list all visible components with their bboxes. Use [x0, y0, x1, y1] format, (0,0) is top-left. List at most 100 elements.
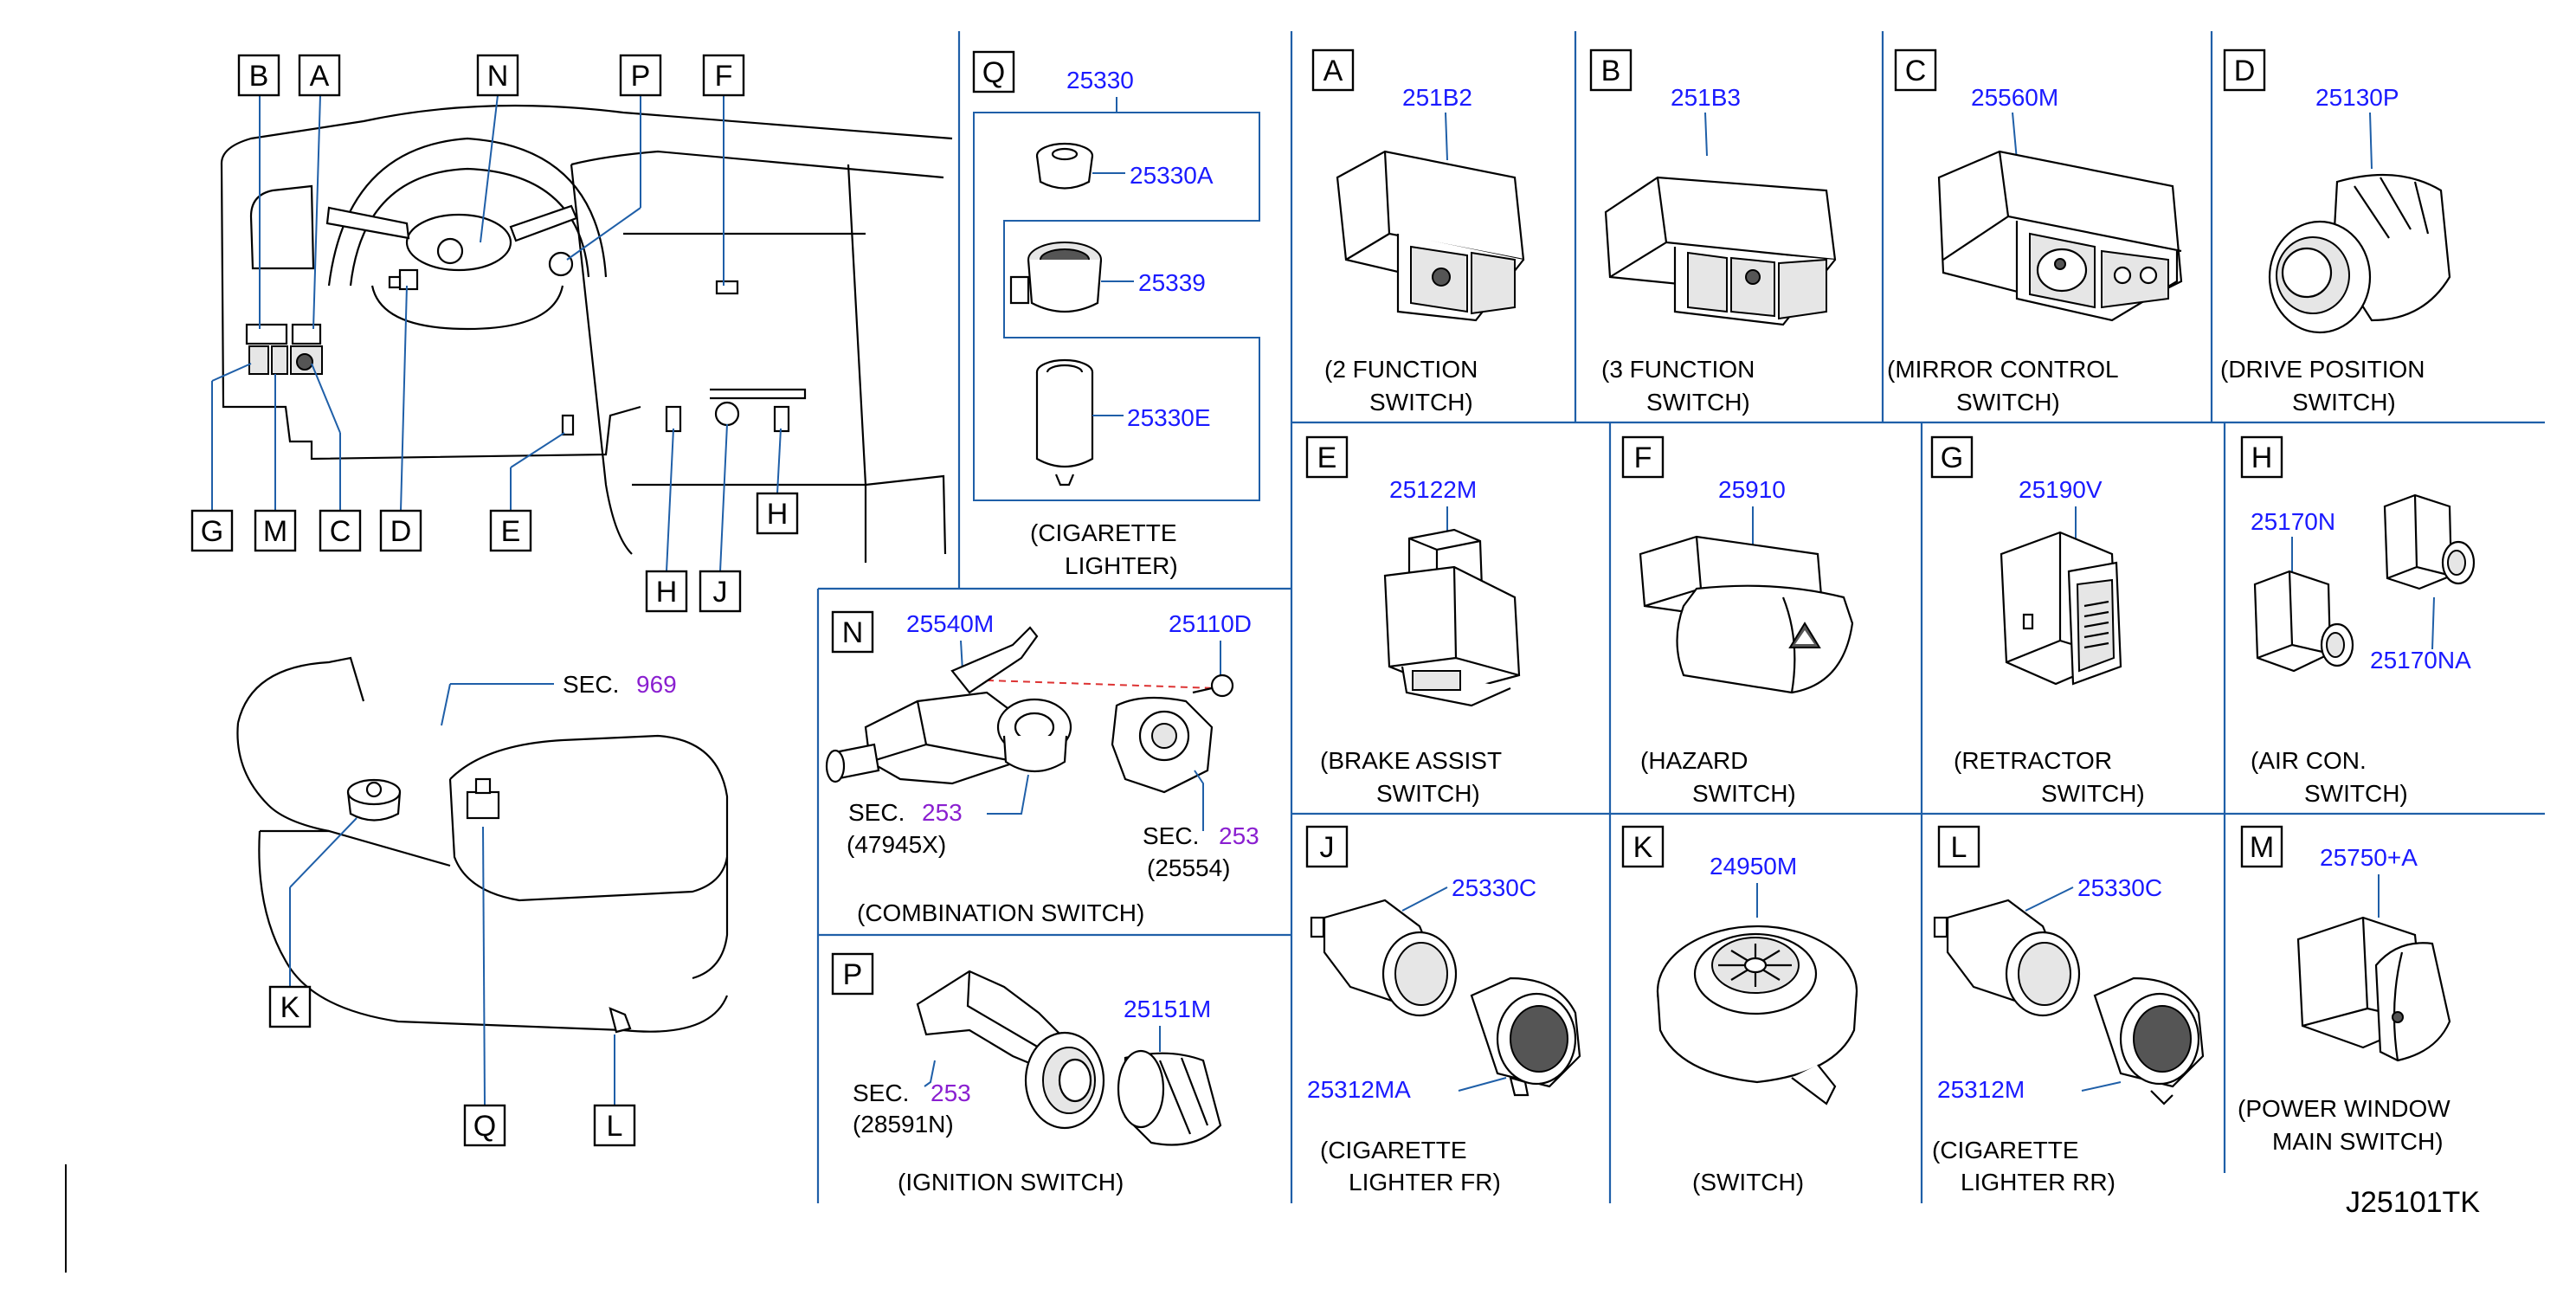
part-25330: 25330	[1066, 67, 1134, 93]
part-25330c-fr: 25330C	[1452, 874, 1536, 901]
panel-q-caption-line1: (CIGARETTE	[1030, 519, 1177, 546]
overview-leader-lines	[211, 94, 782, 572]
part-25130p: 25130P	[2315, 84, 2399, 111]
panel-m-caption-line2: MAIN SWITCH)	[2272, 1128, 2444, 1155]
part-25330c-rr: 25330C	[2077, 874, 2162, 901]
panel-q-caption-line2: LIGHTER)	[1065, 552, 1178, 579]
overview-callout-boxes: B A N P F G M C D E H H J	[190, 54, 799, 613]
sec-253-ref-a: (47945X)	[847, 831, 946, 858]
panel-p-ignition-switch: P 25151M SEC. 253 (28591N) (IGNITION SWI…	[831, 952, 1222, 1196]
panel-d-label: D	[2234, 55, 2256, 87]
sec-253-prefix-b: SEC.	[1143, 822, 1199, 849]
panel-l-label: L	[1951, 831, 1967, 864]
part-25330e: 25330E	[1127, 404, 1211, 431]
svg-text:L: L	[607, 1110, 623, 1143]
overview-label-q: Q	[463, 1104, 506, 1147]
overview-label-h-right: H	[756, 492, 799, 535]
svg-text:N: N	[487, 60, 509, 93]
part-25170n: 25170N	[2251, 508, 2335, 535]
panel-l-caption-line1: (CIGARETTE	[1932, 1137, 2079, 1163]
overview-label-b: B	[237, 54, 280, 97]
svg-text:G: G	[201, 515, 223, 548]
panel-h-caption-line1: (AIR CON.	[2251, 747, 2367, 774]
part-251b3: 251B3	[1671, 84, 1741, 111]
drawing-reference-number: J25101TK	[2346, 1186, 2480, 1219]
panel-c-caption-line1: (MIRROR CONTROL	[1887, 356, 2119, 383]
panel-a-caption-line2: SWITCH)	[1369, 389, 1473, 416]
panel-e-brake-assist-switch: E 25122M (BRAKE ASSIST SWITCH)	[1305, 435, 1521, 807]
svg-text:P: P	[631, 60, 651, 93]
panel-l-caption-line2: LIGHTER RR)	[1961, 1169, 2116, 1196]
panel-b-3-function-switch: B 251B3 (3 FUNCTION SWITCH)	[1589, 48, 1837, 416]
part-25339: 25339	[1138, 269, 1206, 296]
sec-253-number-b: 253	[1219, 822, 1259, 849]
panel-c-mirror-control-switch: C 25560M (MIRROR CONTROL SWITCH)	[1887, 48, 2183, 416]
svg-text:J: J	[713, 576, 728, 609]
svg-text:C: C	[330, 515, 351, 548]
svg-text:M: M	[263, 515, 287, 548]
part-25560m: 25560M	[1971, 84, 2058, 111]
part-25330a: 25330A	[1130, 162, 1214, 189]
overview-label-k: K	[268, 985, 312, 1028]
sec-253-ref-b: (25554)	[1147, 854, 1231, 881]
panel-f-caption-line1: (HAZARD	[1640, 747, 1748, 774]
part-25151m: 25151M	[1124, 996, 1211, 1022]
sec-253-ref-c: (28591N)	[853, 1111, 954, 1138]
panel-j-caption-line2: LIGHTER FR)	[1349, 1169, 1501, 1196]
overview-label-d: D	[379, 509, 422, 552]
overview-label-c: C	[319, 509, 362, 552]
panel-n-label: N	[842, 616, 864, 649]
console-callout-boxes: K Q L SEC. 969	[268, 671, 677, 1147]
sec-253-prefix-c: SEC.	[853, 1080, 909, 1106]
part-25312m: 25312M	[1937, 1076, 2025, 1103]
panel-a-caption-line1: (2 FUNCTION	[1324, 356, 1478, 383]
panel-j-label: J	[1320, 831, 1335, 864]
panel-f-hazard-switch: F 25910 (HAZARD SWITCH)	[1621, 435, 1854, 807]
part-25750-a: 25750+A	[2320, 844, 2418, 871]
svg-text:A: A	[310, 60, 330, 93]
svg-text:F: F	[715, 60, 733, 93]
panel-n-combination-switch: N 25540M 25110D SEC. 253 (47945X) SEC. 2…	[825, 610, 1259, 926]
dashboard-overview-illustration	[220, 104, 953, 563]
panel-e-caption-line2: SWITCH)	[1376, 780, 1480, 807]
sec-969-number: 969	[636, 671, 677, 698]
svg-text:D: D	[390, 515, 412, 548]
panel-a-2-function-switch: A 251B2 (2 FUNCTION SWITCH)	[1311, 48, 1525, 416]
panel-e-label: E	[1317, 441, 1337, 474]
panel-e-caption-line1: (BRAKE ASSIST	[1320, 747, 1502, 774]
overview-label-m: M	[254, 509, 297, 552]
part-24950m: 24950M	[1710, 853, 1797, 880]
overview-label-f: F	[702, 54, 745, 97]
overview-label-a: A	[298, 54, 341, 97]
panel-h-air-con-switch: H 25170N 25170NA (AIR CON. SWITCH)	[2240, 435, 2476, 807]
sec-253-prefix-a: SEC.	[848, 799, 905, 826]
panel-l-cigarette-lighter-rr: L 25330C 25312M (CIGARETTE LIGHTER RR)	[1932, 825, 2205, 1196]
panel-b-caption-line1: (3 FUNCTION	[1601, 356, 1755, 383]
sec-253-number-c: 253	[931, 1080, 971, 1106]
panel-j-caption-line1: (CIGARETTE	[1320, 1137, 1467, 1163]
part-25122m: 25122M	[1389, 476, 1477, 503]
overview-label-g: G	[190, 509, 234, 552]
panel-g-caption-line2: SWITCH)	[2041, 780, 2145, 807]
overview-label-j: J	[699, 570, 742, 613]
svg-text:Q: Q	[473, 1110, 496, 1143]
panel-p-label: P	[843, 958, 863, 991]
panel-m-power-window-main-switch: M 25750+A (POWER WINDOW MAIN SWITCH)	[2238, 825, 2450, 1155]
panel-n-caption: (COMBINATION SWITCH)	[857, 899, 1144, 926]
panel-d-caption-line2: SWITCH)	[2292, 389, 2396, 416]
overview-label-e: E	[489, 509, 532, 552]
svg-text:B: B	[249, 60, 269, 93]
overview-label-p: P	[619, 54, 662, 97]
svg-text:H: H	[767, 498, 789, 531]
panel-h-label: H	[2251, 441, 2273, 474]
panel-p-caption: (IGNITION SWITCH)	[898, 1169, 1124, 1196]
panel-g-caption-line1: (RETRACTOR	[1954, 747, 2112, 774]
overview-label-n: N	[476, 54, 519, 97]
overview-label-h-left: H	[645, 570, 688, 613]
panel-k-switch: K 24950M (SWITCH)	[1621, 825, 1858, 1196]
console-leader-lines	[289, 683, 615, 1106]
panel-j-cigarette-lighter-fr: J 25330C 25312MA (CIGARETTE LIGHTER FR)	[1305, 825, 1581, 1196]
panel-b-caption-line2: SWITCH)	[1646, 389, 1750, 416]
panel-m-caption-line1: (POWER WINDOW	[2238, 1095, 2450, 1122]
